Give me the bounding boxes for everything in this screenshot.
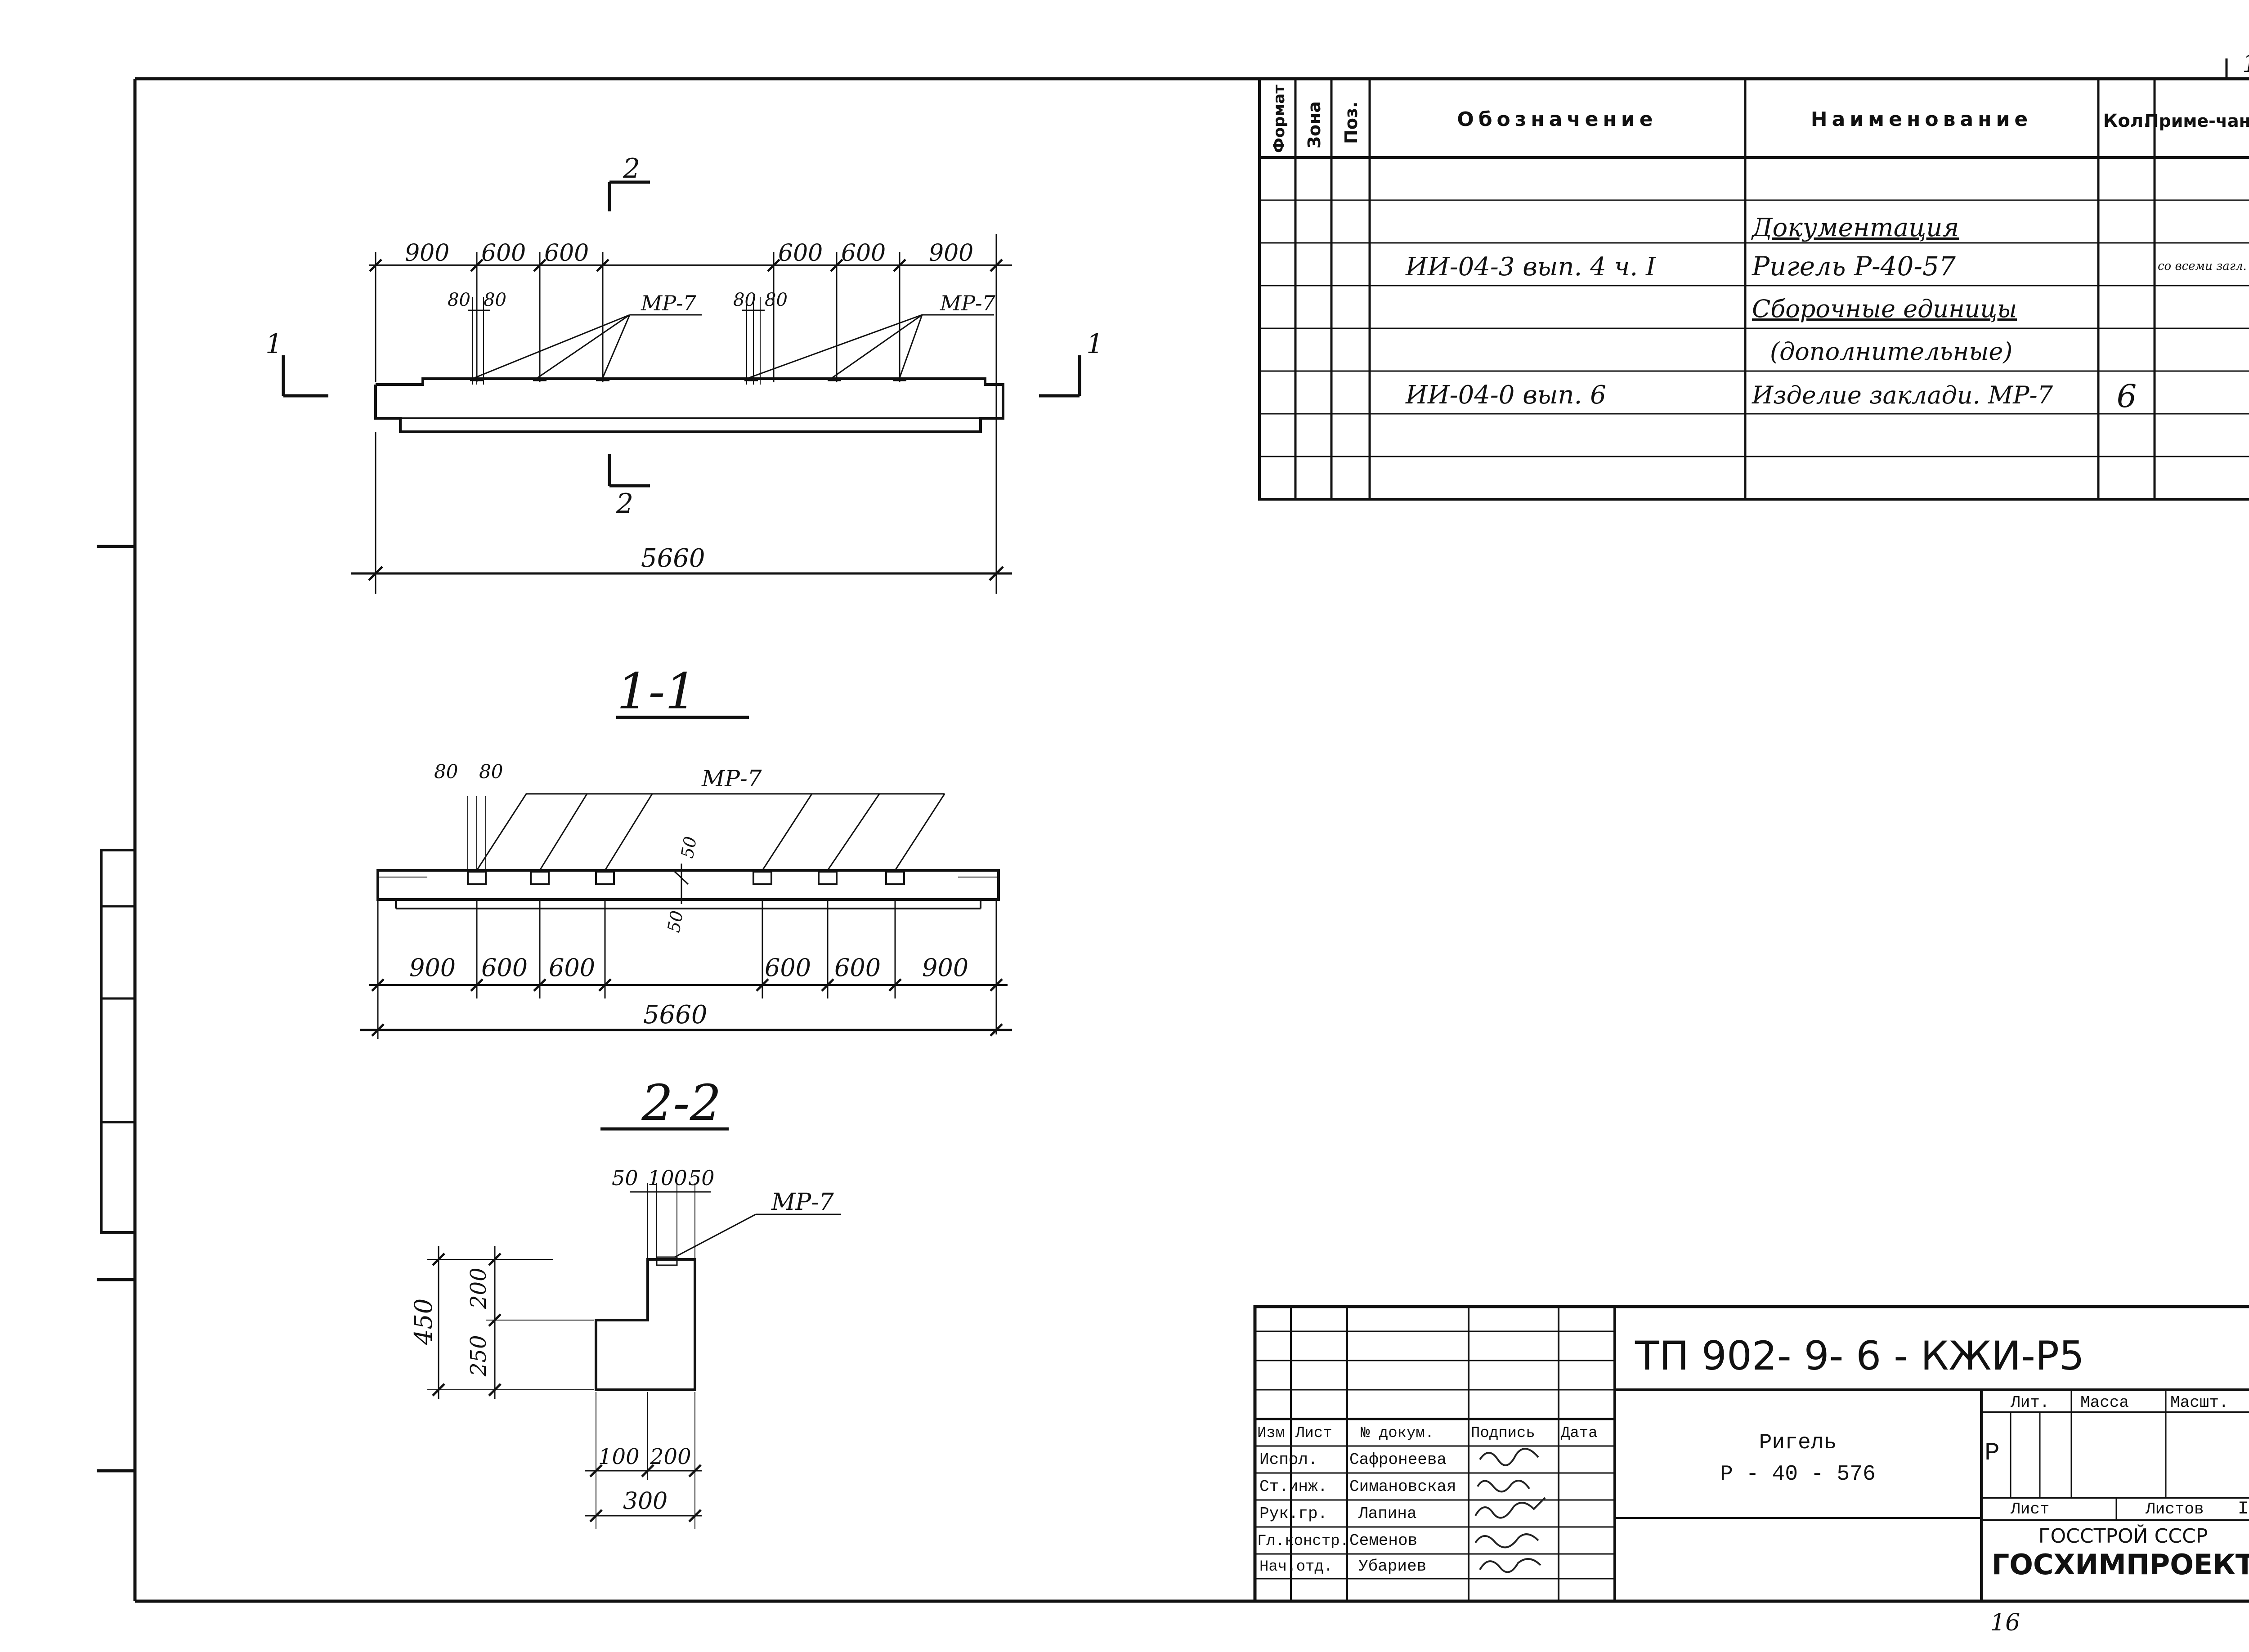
elev-small-dim-left-1: 80 bbox=[448, 290, 470, 310]
elev-dim-left-3: 600 bbox=[544, 240, 589, 267]
spec-row-2-name: Ригель Р-40-57 bbox=[1752, 251, 1956, 282]
col-header-date: Дата bbox=[1561, 1425, 1598, 1442]
role-2-name: Симановская bbox=[1349, 1477, 1456, 1496]
elev-dim-left-2: 600 bbox=[481, 240, 526, 267]
s11-dim-left-2: 600 bbox=[481, 954, 528, 982]
s11-offset-top: 50 bbox=[677, 835, 701, 860]
org-line2: ГОСХИМПРОЕКТ bbox=[1992, 1548, 2249, 1581]
elev-embed-label-right: МР-7 bbox=[940, 291, 996, 315]
role-4-name: Семенов bbox=[1349, 1531, 1417, 1550]
section-mark-1-right: 1 bbox=[1086, 328, 1103, 360]
s11-small-dim-2: 80 bbox=[479, 761, 503, 783]
header-format: Формат bbox=[1270, 85, 1288, 153]
section-1-1-title: 1-1 bbox=[617, 663, 696, 720]
bottom-number: 16 bbox=[1990, 1609, 2020, 1636]
section-2-2-title: 2-2 bbox=[641, 1074, 721, 1132]
section-mark-1-left: 1 bbox=[265, 328, 282, 360]
role-3: Рук.гр. bbox=[1259, 1504, 1327, 1523]
col-header-list: Лист bbox=[1295, 1425, 1332, 1442]
scale-label: Масшт. bbox=[2170, 1393, 2229, 1412]
sheets-label: Листов bbox=[2145, 1500, 2204, 1518]
sheet-label: Лист bbox=[2010, 1500, 2049, 1518]
elev-small-dim-right-1: 80 bbox=[733, 290, 756, 310]
signatures bbox=[1474, 1448, 1546, 1573]
section-1-1-view bbox=[360, 793, 1012, 1039]
section-mark-2-bottom: 2 bbox=[616, 488, 633, 519]
s11-dim-right-2: 600 bbox=[834, 954, 881, 982]
s22-top-dim-2: 100 bbox=[648, 1166, 687, 1190]
role-3-name: Лапина bbox=[1358, 1504, 1417, 1523]
section-mark-2-top: 2 bbox=[623, 153, 640, 184]
header-name: Наименование bbox=[1811, 108, 2032, 131]
role-5-name: Убариев bbox=[1358, 1557, 1426, 1576]
elev-overall-dim: 5660 bbox=[641, 544, 705, 573]
title-block-code: ТП 902- 9- 6 - КЖИ-Р5 bbox=[1635, 1333, 2084, 1379]
s11-dim-left-1: 900 bbox=[409, 954, 456, 982]
spec-row-5-name: Изделие заклади. МР-7 bbox=[1752, 381, 2053, 409]
s11-dim-left-3: 600 bbox=[549, 954, 595, 982]
s22-width-total: 300 bbox=[623, 1488, 668, 1515]
header-qty: Кол. bbox=[2103, 111, 2150, 131]
title-block-part-line1: Ригель bbox=[1759, 1431, 1837, 1455]
s22-height-top: 200 bbox=[466, 1267, 491, 1309]
title-block bbox=[1253, 1305, 2249, 1603]
col-header-izm: Изм bbox=[1257, 1425, 1285, 1442]
s22-width-part-2: 200 bbox=[650, 1444, 691, 1469]
title-block-col-headers: Изм Лист № докум. Подпись Дата bbox=[1257, 1425, 1598, 1442]
org-line1: ГОССТРОЙ СССР bbox=[2038, 1524, 2208, 1548]
s22-width-part-1: 100 bbox=[598, 1444, 640, 1469]
elev-dim-left-1: 900 bbox=[405, 240, 449, 267]
page-number: 15 bbox=[2242, 49, 2249, 78]
spec-row-4-name: (дополнительные) bbox=[1770, 337, 2012, 366]
lit-label: Лит. bbox=[2010, 1393, 2049, 1412]
elevation-view bbox=[282, 180, 1081, 594]
s22-height-bottom: 250 bbox=[466, 1335, 491, 1377]
elev-dim-right-1: 600 bbox=[778, 240, 823, 267]
spec-row-2-designation: ИИ-04-3 вып. 4 ч. I bbox=[1405, 252, 1657, 282]
role-5: Нач.отд. bbox=[1259, 1558, 1333, 1576]
title-block-part-line2: Р - 40 - 576 bbox=[1720, 1462, 1876, 1486]
spec-rows: Документация ИИ-04-3 вып. 4 ч. I Ригель … bbox=[1405, 213, 2249, 415]
header-pos: Поз. bbox=[1341, 102, 1361, 144]
s11-dim-right-1: 600 bbox=[765, 954, 811, 982]
s11-embed-label: МР-7 bbox=[701, 766, 762, 792]
col-header-sign: Подпись bbox=[1471, 1425, 1535, 1442]
header-designation: Обозначение bbox=[1457, 108, 1657, 131]
sheets-value: I bbox=[2238, 1499, 2249, 1519]
role-1: Испол. bbox=[1259, 1451, 1318, 1469]
s22-embed-label: МР-7 bbox=[771, 1189, 834, 1216]
spec-row-5-qty: 6 bbox=[2117, 378, 2137, 415]
lit-value: Р bbox=[1985, 1438, 2000, 1467]
s22-top-dim-3: 50 bbox=[688, 1166, 715, 1190]
spec-row-3-name: Сборочные единицы bbox=[1752, 295, 2017, 323]
elev-small-dim-right-2: 80 bbox=[765, 290, 788, 310]
role-1-name: Сафронеева bbox=[1349, 1451, 1447, 1469]
s22-top-dim-1: 50 bbox=[612, 1166, 638, 1190]
spec-row-5-designation: ИИ-04-0 вып. 6 bbox=[1405, 381, 1606, 410]
s11-overall-dim: 5660 bbox=[643, 1000, 708, 1030]
header-note: Приме-чание bbox=[2145, 111, 2249, 131]
s11-dim-right-3: 900 bbox=[922, 954, 968, 982]
elev-dim-right-3: 900 bbox=[929, 240, 973, 267]
spec-table bbox=[1258, 77, 2249, 501]
role-2: Ст.инж. bbox=[1259, 1477, 1327, 1496]
elev-small-dim-left-2: 80 bbox=[484, 290, 506, 310]
col-header-doc: № докум. bbox=[1361, 1425, 1434, 1442]
header-zone: Зона bbox=[1304, 101, 1324, 148]
section-2-2-view bbox=[427, 1183, 841, 1529]
s11-offset-bottom: 50 bbox=[664, 909, 687, 934]
s22-height-total: 450 bbox=[409, 1298, 438, 1345]
elev-dim-right-2: 600 bbox=[841, 240, 886, 267]
mass-label: Масса bbox=[2080, 1393, 2129, 1412]
spec-row-2-note: со всеми загл. изд. bbox=[2158, 260, 2249, 273]
s11-small-dim-1: 80 bbox=[434, 761, 458, 783]
role-4: Гл.констр. bbox=[1257, 1533, 1349, 1550]
spec-row-1-name: Документация bbox=[1751, 213, 1959, 242]
title-block-roles: Испол. Сафронеева Ст.инж. Симановская Ру… bbox=[1257, 1451, 1456, 1576]
elev-embed-label-left: МР-7 bbox=[641, 291, 697, 315]
